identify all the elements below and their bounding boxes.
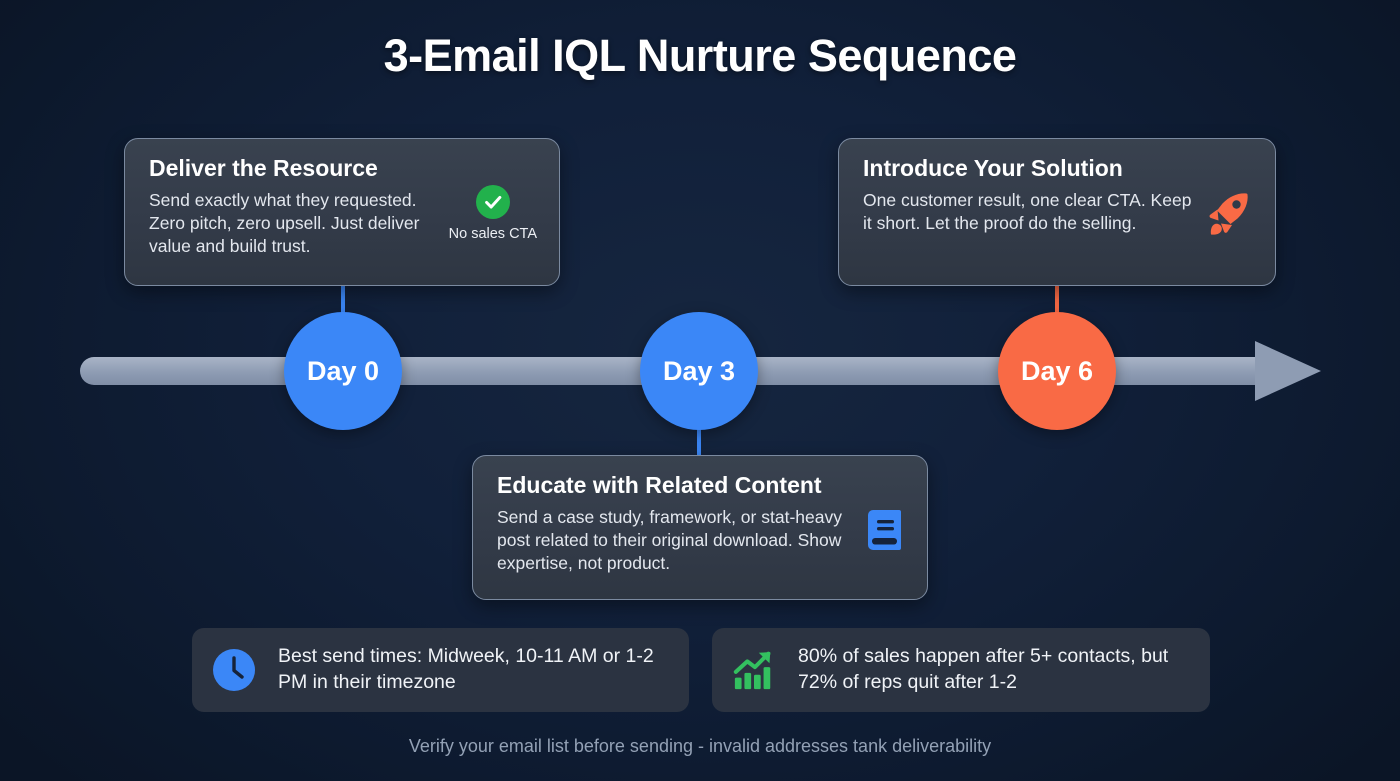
step-card-aside xyxy=(851,496,905,557)
step-card-aside: No sales CTA xyxy=(441,181,537,242)
connector-line-day3 xyxy=(697,418,701,460)
clock-icon xyxy=(212,648,256,692)
rocket-icon xyxy=(1201,188,1253,245)
step-card-title: Deliver the Resource xyxy=(149,155,378,181)
step-card-description: Send exactly what they requested. Zero p… xyxy=(149,190,420,256)
timeline-node-label: Day 3 xyxy=(662,355,736,386)
footer-note: Verify your email list before sending - … xyxy=(408,736,992,756)
step-card-title: Introduce Your Solution xyxy=(863,155,1123,181)
step-card-text: Educate with Related Content Send a case… xyxy=(497,472,851,574)
step-card-badge-label: No sales CTA xyxy=(448,225,537,242)
step-card-title: Educate with Related Content xyxy=(497,472,822,498)
chart-up-icon xyxy=(732,648,776,692)
check-circle-icon xyxy=(475,184,510,219)
connector-line-day0 xyxy=(341,283,345,323)
step-card-introduce-your-solution[interactable]: Introduce Your Solution One customer res… xyxy=(838,138,1276,286)
step-card-description: Send a case study, framework, or stat-he… xyxy=(497,507,842,573)
step-card-description: One customer result, one clear CTA. Keep… xyxy=(863,190,1192,233)
timeline-node-day3[interactable]: Day 3 xyxy=(640,312,758,430)
step-card-text: Deliver the Resource Send exactly what t… xyxy=(149,155,441,257)
step-card-text: Introduce Your Solution One customer res… xyxy=(863,155,1193,235)
step-card-deliver-the-resource[interactable]: Deliver the Resource Send exactly what t… xyxy=(124,138,560,286)
timeline-node-day0[interactable]: Day 0 xyxy=(284,312,402,430)
timeline-arrow-head-icon xyxy=(1255,341,1321,401)
step-card-aside xyxy=(1193,178,1253,245)
stat-box-send-times: Best send times: Midweek, 10-11 AM or 1-… xyxy=(192,628,689,712)
stat-box-text: Best send times: Midweek, 10-11 AM or 1-… xyxy=(278,645,654,693)
timeline-node-label: Day 6 xyxy=(1020,355,1094,386)
step-card-educate-with-related-content[interactable]: Educate with Related Content Send a case… xyxy=(472,455,928,600)
page-title: 3-Email IQL Nurture Sequence xyxy=(383,30,1017,81)
connector-line-day6 xyxy=(1055,283,1059,323)
timeline-node-day6[interactable]: Day 6 xyxy=(998,312,1116,430)
stat-box-text: 80% of sales happen after 5+ contacts, b… xyxy=(798,645,1169,693)
timeline-node-label: Day 0 xyxy=(306,355,380,386)
book-icon xyxy=(865,508,905,557)
stat-box-contact-stats: 80% of sales happen after 5+ contacts, b… xyxy=(712,628,1210,712)
